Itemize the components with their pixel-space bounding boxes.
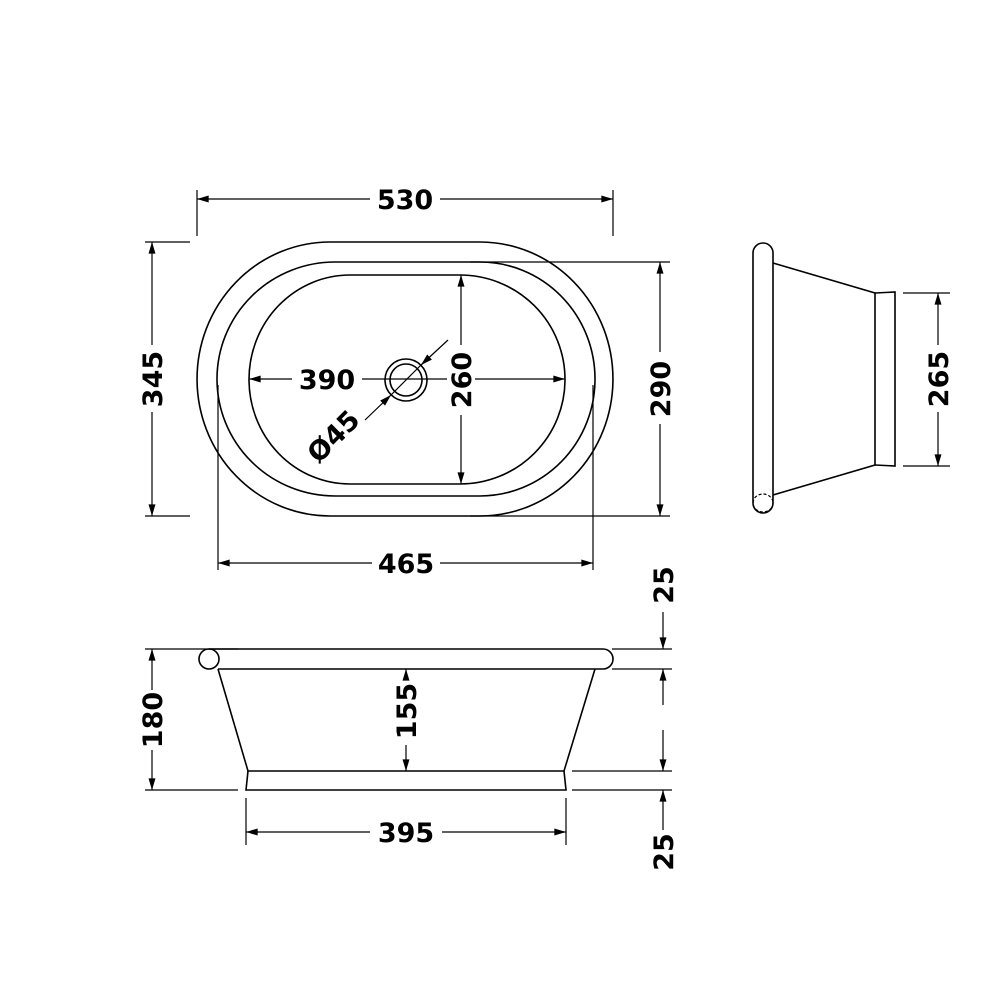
waste-hole-outer [384,358,428,402]
dim-overall-height: 180 [138,692,169,748]
dim-base-length: 395 [378,818,434,849]
dim-overall-length: 530 [377,185,433,216]
dim-bowl-depth: 155 [392,683,423,739]
front-view: 180 155 25 25 395 [138,566,680,871]
rim-inner-outline [216,261,596,497]
side-bowl [772,262,876,496]
dim-base-width: 265 [924,351,955,407]
dim-overall-width: 345 [138,351,169,407]
side-base [874,291,896,467]
dim-rim-height: 25 [649,566,680,604]
top-view: 530 345 290 390 260 Ø45 465 [138,185,677,580]
dim-rim-inner-width: 290 [646,361,677,417]
waste-hole-inner [389,363,423,397]
dim-waste-diameter: Ø45 [302,405,367,470]
dim-base-height: 25 [649,833,680,871]
dim-bowl-width: 260 [447,352,478,408]
rim-section [198,648,220,670]
base [245,770,567,791]
dim-rim-inner-length: 465 [378,549,434,580]
rim [209,648,614,670]
side-rim [752,242,774,514]
side-view: 265 [752,242,955,514]
dim-bowl-length: 390 [299,365,355,396]
